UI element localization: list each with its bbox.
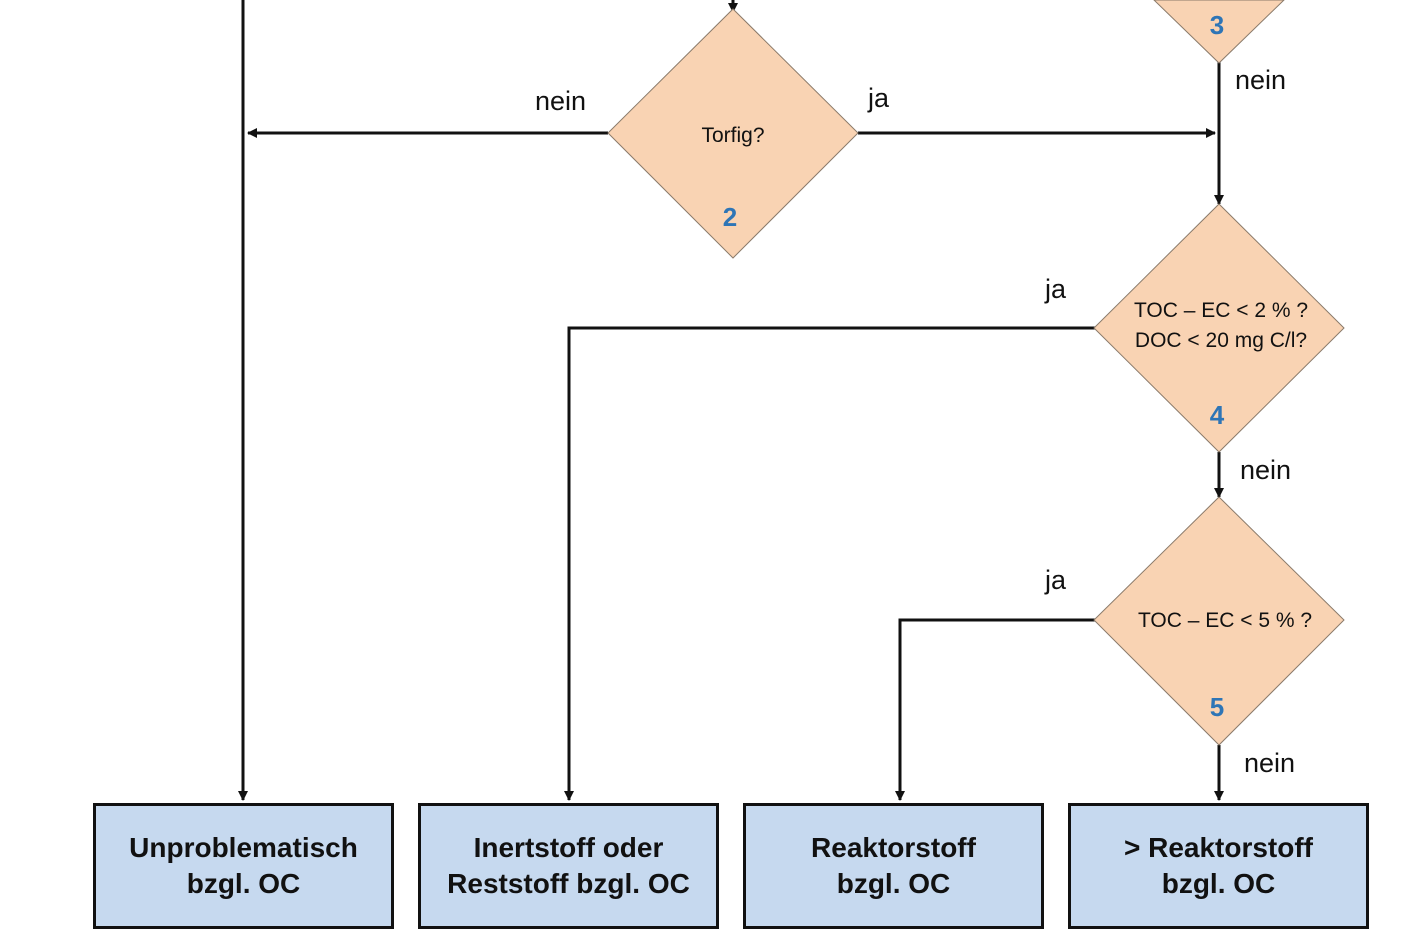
outcome-box-line: Reaktorstoff [811, 832, 976, 863]
outcome-box-greater-reaktorstoff: > Reaktorstoff bzgl. OC [1068, 803, 1369, 929]
label-d4-nein: nein [1240, 455, 1291, 485]
decision-diamond-2: Torfig? 2 [607, 8, 859, 259]
outcome-box-unproblematisch-text: Unproblematisch bzgl. OC [129, 830, 358, 902]
diamond-4-shape [1093, 203, 1345, 453]
outcome-box-reaktorstoff: Reaktorstoff bzgl. OC [743, 803, 1044, 929]
outcome-box-reaktorstoff-text: Reaktorstoff bzgl. OC [811, 830, 976, 902]
connectors [238, 0, 1224, 801]
diamond-2-shape [607, 8, 859, 259]
diamond-4-question-line-2: DOC < 20 mg C/l? [1135, 329, 1307, 352]
label-d3-nein: nein [1235, 65, 1286, 95]
label-d4-ja: ja [1044, 274, 1067, 304]
diamond-3-shape [1153, 0, 1285, 64]
diamond-5-shape [1093, 496, 1345, 746]
label-d2-nein: nein [535, 86, 586, 116]
decision-diamond-5: TOC – EC < 5 % ? 5 [1093, 496, 1345, 746]
outcome-box-inertstoff-text: Inertstoff oder Reststoff bzgl. OC [447, 830, 690, 902]
diamond-2-question: Torfig? [701, 124, 764, 147]
decision-diamond-4: TOC – EC < 2 % ? DOC < 20 mg C/l? 4 [1093, 203, 1345, 453]
outcome-box-line: > Reaktorstoff [1123, 832, 1314, 863]
outcome-box-unproblematisch: Unproblematisch bzgl. OC [93, 803, 394, 929]
diamond-2-number: 2 [723, 202, 737, 232]
diamond-4-question-line-1: TOC – EC < 2 % ? [1134, 299, 1308, 322]
outcome-box-line: Inertstoff oder [473, 832, 664, 863]
outcome-box-greater-reaktorstoff-text: > Reaktorstoff bzgl. OC [1124, 830, 1313, 902]
outcome-box-inertstoff: Inertstoff oder Reststoff bzgl. OC [418, 803, 719, 929]
connector-d5-ja [895, 618, 1096, 801]
outcome-box-line: bzgl. OC [1161, 868, 1276, 899]
outcome-box-line: Reststoff bzgl. OC [447, 868, 690, 899]
label-d5-ja: ja [1044, 565, 1067, 595]
label-d2-ja: ja [867, 83, 890, 113]
decision-diamond-3: 3 [1153, 0, 1285, 64]
label-d5-nein: nein [1244, 748, 1295, 778]
diamond-3-number: 3 [1210, 10, 1224, 40]
diamond-5-question: TOC – EC < 5 % ? [1138, 609, 1312, 632]
outcome-box-line: bzgl. OC [836, 868, 951, 899]
diamond-5-number: 5 [1210, 692, 1224, 722]
outcome-box-line: Unproblematisch [129, 832, 358, 863]
outcome-box-line: bzgl. OC [186, 868, 301, 899]
diamond-4-number: 4 [1210, 400, 1225, 430]
connector-d4-ja [564, 326, 1096, 801]
